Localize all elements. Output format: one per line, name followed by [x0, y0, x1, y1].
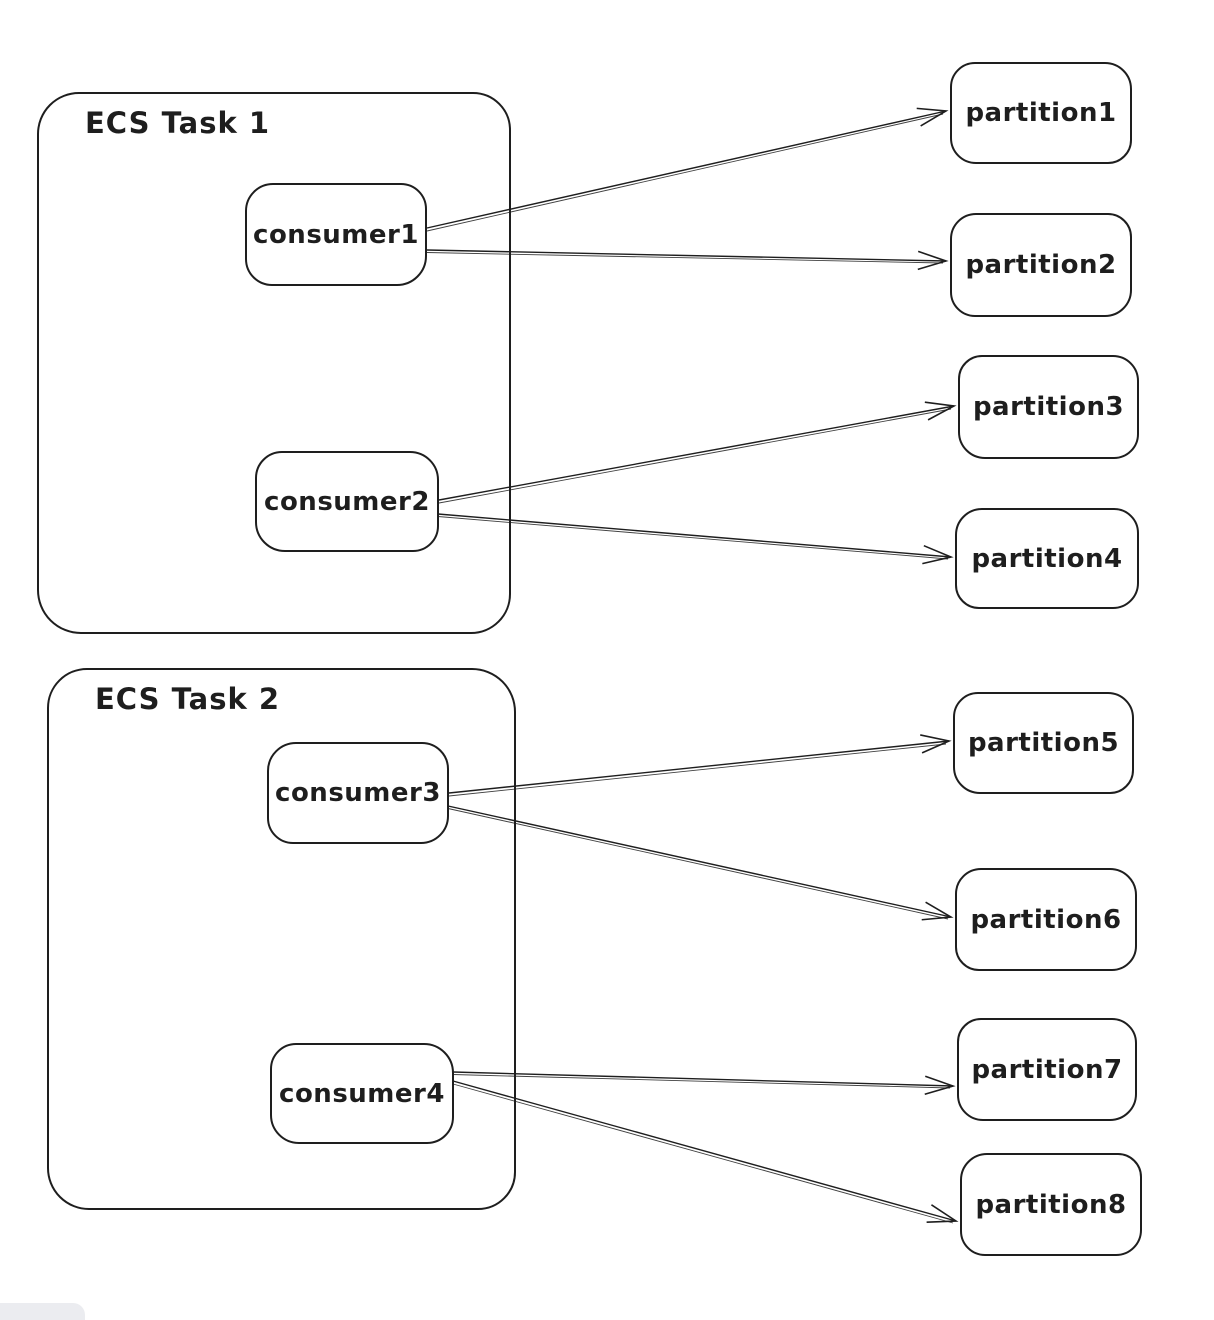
group-box-ecs-task-1[interactable]: ECS Task 1	[37, 92, 511, 634]
arrow-consumer1-partition2[interactable]	[426, 249, 949, 271]
node-label-partition4: partition4	[971, 543, 1123, 574]
node-consumer1[interactable]: consumer1	[245, 183, 427, 286]
node-label-consumer3: consumer3	[275, 778, 441, 808]
node-consumer4[interactable]: consumer4	[270, 1043, 454, 1144]
arrow-consumer4-partition7[interactable]	[452, 1071, 956, 1095]
arrow-consumer3-partition6[interactable]	[447, 805, 954, 921]
node-label-consumer1: consumer1	[253, 219, 419, 250]
node-partition1[interactable]: partition1	[950, 62, 1132, 164]
ui-island-corner	[0, 1303, 85, 1320]
arrow-consumer2-partition4[interactable]	[437, 513, 954, 565]
node-partition6[interactable]: partition6	[955, 868, 1137, 971]
node-label-partition6: partition6	[970, 904, 1122, 935]
node-consumer2[interactable]: consumer2	[255, 451, 439, 552]
node-label-consumer4: consumer4	[279, 1078, 445, 1109]
node-partition4[interactable]: partition4	[955, 508, 1139, 609]
node-label-consumer2: consumer2	[264, 486, 430, 517]
node-label-partition2: partition2	[965, 250, 1117, 280]
group-box-ecs-task-2[interactable]: ECS Task 2	[47, 668, 516, 1210]
node-label-partition8: partition8	[975, 1189, 1127, 1220]
group-label-ecs-task-2: ECS Task 2	[95, 682, 281, 716]
node-partition3[interactable]: partition3	[958, 355, 1139, 459]
node-partition7[interactable]: partition7	[957, 1018, 1137, 1121]
node-partition8[interactable]: partition8	[960, 1153, 1142, 1256]
arrow-consumer1-partition1[interactable]	[426, 107, 949, 232]
node-label-partition5: partition5	[967, 728, 1120, 758]
group-label-ecs-task-1: ECS Task 1	[85, 106, 271, 140]
node-partition5[interactable]: partition5	[953, 692, 1134, 794]
node-label-partition3: partition3	[972, 392, 1125, 422]
arrow-consumer2-partition3[interactable]	[438, 401, 957, 504]
node-label-partition1: partition1	[965, 98, 1117, 128]
arrow-consumer4-partition8[interactable]	[452, 1080, 959, 1224]
node-partition2[interactable]: partition2	[950, 213, 1132, 317]
node-consumer3[interactable]: consumer3	[267, 742, 449, 844]
arrow-consumer3-partition5[interactable]	[448, 734, 952, 797]
node-label-partition7: partition7	[971, 1054, 1123, 1085]
